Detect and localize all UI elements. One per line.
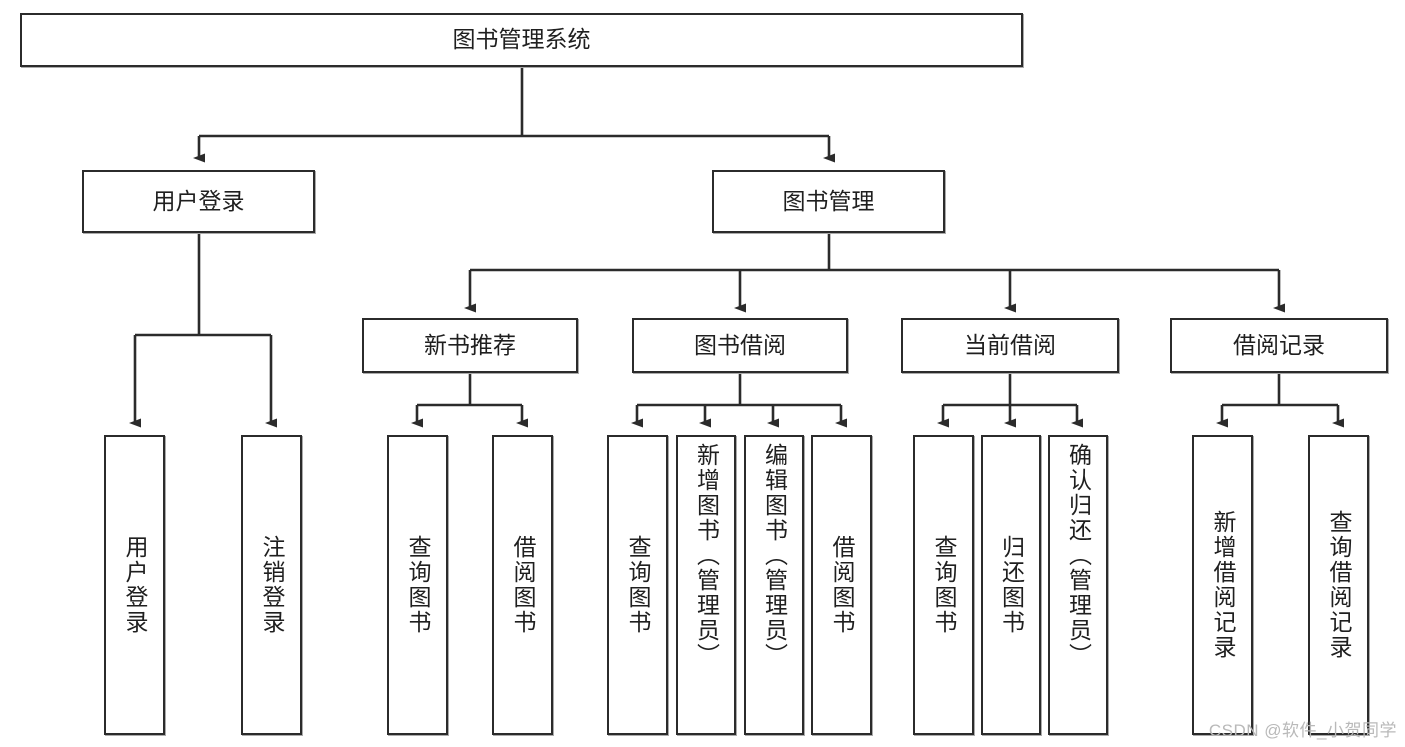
node-new-book-rec-label: 新书推荐 — [424, 331, 516, 358]
leaf-query-book-3-label: 查询图书 — [931, 535, 957, 635]
node-current-borrow-label: 当前借阅 — [964, 331, 1056, 358]
node-current-borrow[interactable]: 当前借阅 — [901, 318, 1119, 373]
leaf-edit-book[interactable]: 编辑图书（管理员） — [744, 435, 804, 735]
leaf-user-login-label: 用户登录 — [122, 535, 148, 635]
leaf-add-book-label: 新增图书（管理员） — [693, 443, 720, 668]
leaf-add-book[interactable]: 新增图书（管理员） — [676, 435, 736, 735]
node-book-manage[interactable]: 图书管理 — [712, 170, 945, 233]
leaf-query-record[interactable]: 查询借阅记录 — [1308, 435, 1369, 735]
leaf-query-book-2[interactable]: 查询图书 — [607, 435, 668, 735]
node-borrow-record[interactable]: 借阅记录 — [1170, 318, 1388, 373]
leaf-logout-login-label: 注销登录 — [259, 535, 285, 635]
leaf-confirm-return-label: 确认归还（管理员） — [1065, 443, 1092, 668]
node-book-borrow[interactable]: 图书借阅 — [632, 318, 848, 373]
node-user-login-label: 用户登录 — [152, 187, 245, 214]
leaf-return-book-label: 归还图书 — [998, 535, 1025, 635]
leaf-query-book-3[interactable]: 查询图书 — [913, 435, 974, 735]
leaf-add-record[interactable]: 新增借阅记录 — [1192, 435, 1253, 735]
node-book-borrow-label: 图书借阅 — [694, 331, 786, 358]
leaf-query-record-label: 查询借阅记录 — [1326, 510, 1352, 660]
node-borrow-record-label: 借阅记录 — [1233, 331, 1325, 358]
leaf-borrow-book-2-label: 借阅图书 — [829, 535, 855, 635]
leaf-borrow-book-1-label: 借阅图书 — [510, 535, 536, 635]
leaf-borrow-book-1[interactable]: 借阅图书 — [492, 435, 553, 735]
leaf-edit-book-label: 编辑图书（管理员） — [761, 443, 788, 668]
node-new-book-rec[interactable]: 新书推荐 — [362, 318, 578, 373]
leaf-add-record-label: 新增借阅记录 — [1210, 510, 1236, 660]
leaf-user-login[interactable]: 用户登录 — [104, 435, 165, 735]
leaf-query-book-2-label: 查询图书 — [625, 535, 651, 635]
csdn-watermark: CSDN @软件_小贺同学 — [1208, 721, 1397, 740]
leaf-query-book-1-label: 查询图书 — [405, 535, 431, 635]
leaf-query-book-1[interactable]: 查询图书 — [387, 435, 448, 735]
node-root[interactable]: 图书管理系统 — [20, 13, 1023, 67]
leaf-return-book[interactable]: 归还图书 — [981, 435, 1041, 735]
leaf-borrow-book-2[interactable]: 借阅图书 — [811, 435, 872, 735]
node-user-login[interactable]: 用户登录 — [82, 170, 315, 233]
node-book-manage-label: 图书管理 — [782, 187, 875, 214]
leaf-confirm-return[interactable]: 确认归还（管理员） — [1048, 435, 1108, 735]
leaf-logout-login[interactable]: 注销登录 — [241, 435, 302, 735]
node-root-label: 图书管理系统 — [452, 26, 591, 53]
